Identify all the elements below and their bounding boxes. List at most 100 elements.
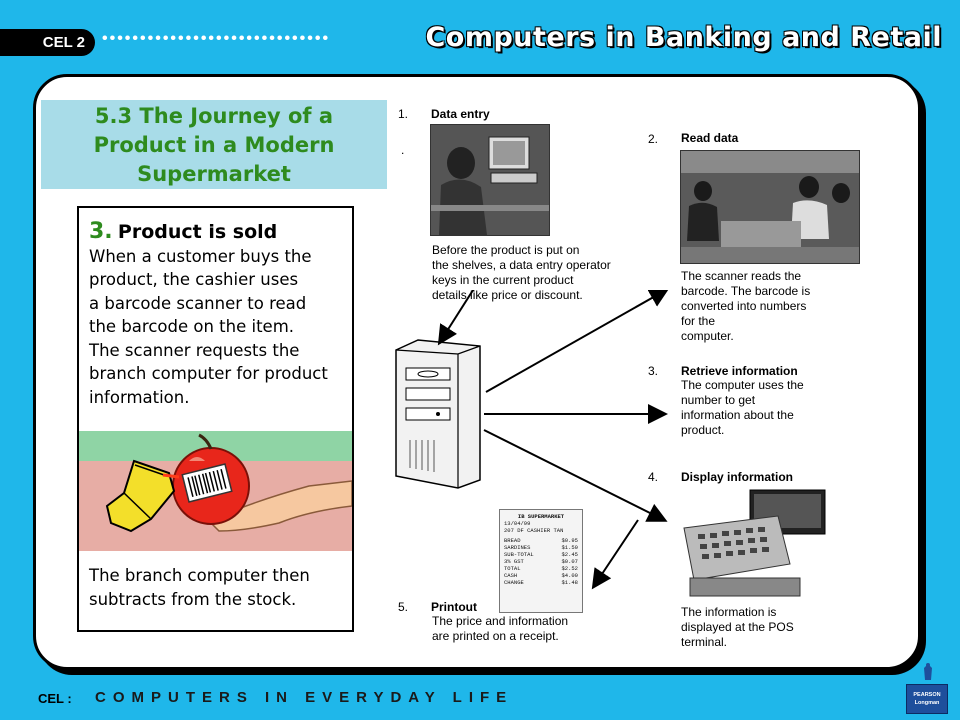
step-1-dot: . (401, 143, 405, 157)
step-5-title: Printout (431, 600, 477, 614)
product-sold-heading: Product is sold (117, 221, 278, 243)
product-sold-bottom-line: subtracts from the stock. (89, 589, 297, 609)
step-3-description: The computer uses the number to get info… (681, 378, 804, 438)
step-2-title: Read data (681, 131, 739, 145)
logo-line-1: PEARSON (913, 692, 941, 698)
step-3-desc-line: information about the (681, 408, 794, 422)
page-title: Computers in Banking and Retail (425, 22, 942, 53)
product-sold-box: 3. Product is sold When a customer buys … (77, 206, 354, 632)
pearson-logo-figure (924, 663, 932, 680)
step-3-desc-line: product. (681, 423, 725, 437)
step-3-desc-line: number to get (681, 393, 756, 407)
receipt-item-name: TOTAL (504, 565, 521, 572)
receipt-item: TOTAL $2.52 (504, 565, 578, 572)
step-1-desc-line: keys in the current product (432, 273, 574, 287)
product-sold-line: When a customer buys the (89, 246, 312, 266)
scanner-apple-illustration (105, 433, 352, 533)
step-3-title: Retrieve information (681, 364, 798, 378)
product-sold-line: information. (89, 387, 190, 407)
receipt-item: SARDINES $1.50 (504, 544, 578, 551)
product-sold-line: branch computer for product (89, 364, 328, 383)
receipt-item-name: CASH (504, 572, 518, 579)
pos-terminal-photo (680, 488, 830, 598)
product-sold-line: a barcode scanner to read (89, 293, 307, 313)
receipt-item-name: SARDINES (504, 544, 531, 551)
footer-text: COMPUTERS IN EVERYDAY LIFE (95, 689, 514, 706)
receipt-item-price: $2.52 (561, 565, 578, 572)
pearson-logo: PEARSON Longman (906, 684, 948, 714)
checkout-illustration (681, 151, 859, 263)
receipt-item-price: $2.45 (561, 551, 578, 558)
section-title-line-1: 5.3 The Journey of a (94, 104, 334, 128)
step-2-desc-line: barcode. The barcode is (681, 284, 811, 298)
step-4-desc-line: terminal. (681, 635, 728, 649)
receipt-item-name: SUB-TOTAL (504, 551, 534, 558)
step-1-title: Data entry (431, 107, 490, 121)
receipt: IB SUPERMARKET 13/04/99 207 DF CASHIER T… (499, 509, 583, 613)
receipt-item-name: BREAD (504, 537, 521, 544)
step-1-desc-line: the shelves, a data entry operator (432, 258, 611, 272)
step-1-description: Before the product is put on the shelves… (432, 243, 611, 303)
receipt-item-price: $4.00 (561, 572, 578, 579)
product-sold-line: product, the cashier uses (89, 270, 299, 289)
receipt-item-price: $1.50 (561, 544, 578, 551)
product-sold-line: The scanner requests the (89, 340, 300, 360)
step-2-desc-line: The scanner reads the (681, 269, 802, 283)
arrow-to-display-info (483, 429, 668, 522)
scanning-illustration (79, 431, 352, 551)
receipt-item: CASH $4.00 (504, 572, 578, 579)
receipt-cashier: 207 DF CASHIER TAN (504, 527, 564, 534)
data-entry-illustration (431, 125, 549, 235)
receipt-item: CHANGE$1.48 (504, 579, 578, 586)
section-title-line-3: Supermarket (137, 162, 291, 186)
step-2-description: The scanner reads the barcode. The barco… (681, 269, 810, 344)
receipt-date: 13/04/99 (504, 520, 531, 527)
step-2-desc-line: computer. (681, 329, 734, 343)
product-sold-number: 3. (89, 219, 113, 244)
receipt-item: SUB-TOTAL $2.45 (504, 551, 578, 558)
step-2-desc-line: converted into numbers (681, 299, 807, 313)
read-data-photo (680, 150, 860, 264)
step-3-desc-line: The computer uses the (681, 378, 804, 392)
step-2-desc-line: for the (681, 314, 716, 328)
flow-diagram (395, 290, 670, 590)
footer-label: CEL : (38, 691, 72, 706)
chapter-tag: CEL 2 (0, 29, 95, 56)
logo-line-2: Longman (914, 700, 940, 706)
computer-tower-icon (395, 339, 481, 489)
step-2-number: 2. (648, 132, 659, 146)
arrow-from-data-entry (437, 290, 475, 346)
product-sold-text: 3. Product is sold When a customer buys … (89, 220, 351, 409)
step-4-desc-line: displayed at the POS (681, 620, 794, 634)
receipt-item-price: $0.95 (561, 537, 578, 544)
data-entry-photo (430, 124, 550, 236)
header-dots: •••••••••••••••••••••••••••••• (102, 30, 331, 47)
step-5-description: The price and information are printed on… (432, 614, 568, 644)
receipt-store: IB SUPERMARKET (517, 513, 565, 520)
step-5-desc-line: The price and information (432, 614, 569, 628)
section-title: 5.3 The Journey of a Product in a Modern… (41, 100, 387, 189)
step-4-number: 4. (648, 470, 659, 484)
receipt-item-name: 3% GST (504, 558, 524, 565)
flow-arrows (437, 290, 670, 590)
receipt-item-price: $0.07 (561, 558, 578, 565)
step-5-desc-line: are printed on a receipt. (432, 629, 559, 643)
step-1-desc-line: Before the product is put on (432, 243, 580, 257)
step-1-desc-line: details like price or discount. (432, 288, 583, 302)
pos-terminal-illustration (683, 489, 826, 597)
step-3-number: 3. (648, 364, 659, 378)
receipt-item: 3% GST $0.07 (504, 558, 578, 565)
receipt-item-price: $1.48 (561, 579, 578, 586)
receipt-item: BREAD $0.95 (504, 537, 578, 544)
arrow-to-read-data (485, 290, 670, 393)
step-4-description: The information is displayed at the POS … (681, 605, 794, 650)
step-4-title: Display information (681, 470, 794, 484)
product-sold-bottom-text: The branch computer then subtracts from … (89, 564, 351, 611)
arrow-to-printout (591, 519, 639, 590)
chapter-tag-label: CEL 2 (42, 34, 85, 51)
product-sold-line: the barcode on the item. (89, 317, 295, 336)
product-sold-bottom-line: The branch computer then (89, 566, 310, 585)
section-title-line-2: Product in a Modern (93, 133, 335, 157)
step-1-number: 1. (398, 107, 409, 121)
step-5-number: 5. (398, 600, 409, 614)
